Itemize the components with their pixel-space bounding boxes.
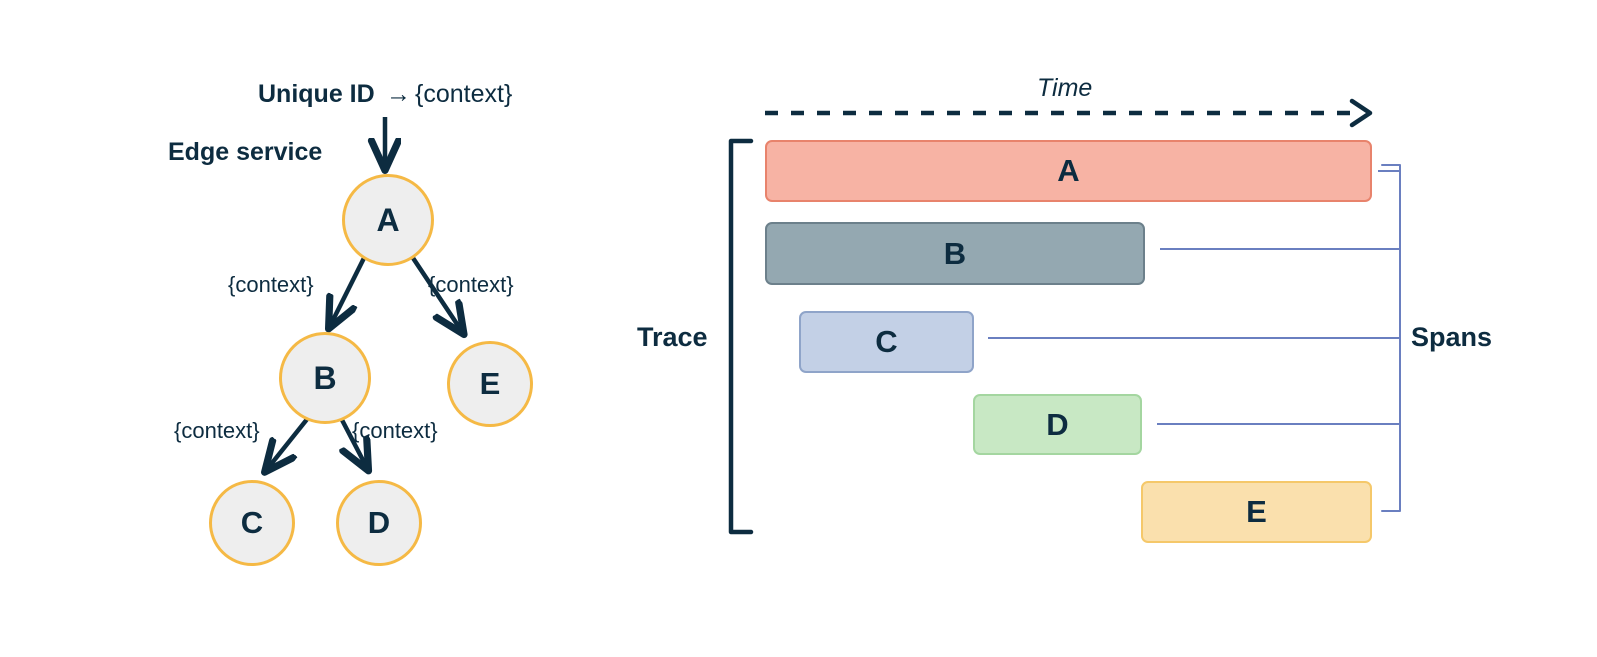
unique-id-context-token: {context}	[415, 80, 513, 108]
tree-edge-a-b	[331, 256, 367, 324]
trace-bracket	[728, 138, 754, 535]
time-axis	[765, 98, 1373, 128]
tree-node-d[interactable]: D	[336, 480, 422, 566]
tree-node-e-label: E	[479, 366, 501, 401]
tree-edge-a-e	[411, 256, 461, 330]
span-bar-d-label: D	[1046, 406, 1069, 442]
tree-node-d-label: D	[367, 505, 391, 540]
tree-node-c-label: C	[240, 505, 264, 540]
tree-node-e[interactable]: E	[447, 341, 533, 427]
span-bar-b[interactable]: B	[765, 222, 1145, 285]
tree-edge-b-d	[339, 416, 366, 466]
trace-label: Trace	[637, 322, 708, 352]
tree-node-b-label: B	[313, 359, 337, 396]
span-bar-c-label: C	[875, 324, 898, 359]
tree-node-c[interactable]: C	[209, 480, 295, 566]
edge-label-a-b: {context}	[228, 272, 314, 297]
tree-node-b[interactable]: B	[279, 332, 371, 424]
tree-node-a-label: A	[376, 201, 400, 238]
span-connector-lines	[988, 170, 1400, 512]
unique-id-label: Unique ID	[258, 80, 375, 108]
span-bar-a-label: A	[1057, 153, 1080, 188]
span-bar-e[interactable]: E	[1141, 481, 1372, 543]
span-bar-e-label: E	[1246, 494, 1267, 529]
time-axis-label: Time	[1037, 74, 1093, 102]
tree-edge-b-c	[268, 416, 310, 468]
unique-id-arrow-glyph: →	[386, 80, 411, 108]
spans-label: Spans	[1411, 322, 1493, 352]
span-bar-d[interactable]: D	[973, 394, 1142, 455]
edge-label-a-e: {context}	[428, 272, 514, 297]
edge-service-label: Edge service	[168, 138, 323, 166]
tree-node-a[interactable]: A	[342, 174, 434, 266]
span-bar-a[interactable]: A	[765, 140, 1372, 202]
edge-label-b-d: {context}	[352, 418, 438, 443]
edge-label-b-c: {context}	[174, 418, 260, 443]
span-bar-b-label: B	[943, 235, 967, 271]
span-bar-c[interactable]: C	[799, 311, 974, 373]
